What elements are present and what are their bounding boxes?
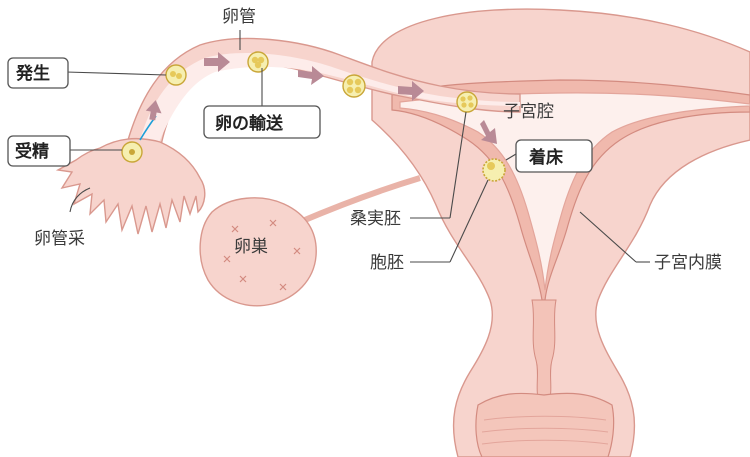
label-blastocyst: 胞胚 xyxy=(370,253,404,273)
arrow-icon xyxy=(204,52,230,72)
arrow-icon xyxy=(398,81,424,101)
ovary-follicle-marks xyxy=(223,219,301,291)
tube-lumen xyxy=(140,53,520,145)
label-box-implantation xyxy=(515,139,593,173)
label-fertilization-site: 発生 xyxy=(15,63,50,84)
embryo-zygote xyxy=(165,64,187,86)
label-morula: 桑実胚 xyxy=(350,209,401,229)
label-fertilization: 受精 xyxy=(15,141,49,162)
label-box-fertilization xyxy=(7,135,71,167)
label-uterine-cavity: 子宮腔 xyxy=(503,102,554,122)
embryo-2cell xyxy=(247,51,269,73)
cervix-lower xyxy=(475,392,615,457)
label-implantation: 着床 xyxy=(528,147,564,168)
arrow-icon xyxy=(298,66,324,85)
label-box-fertilization-site xyxy=(7,57,69,89)
label-endometrium: 子宮内膜 xyxy=(654,253,722,273)
leader-lines xyxy=(65,30,650,263)
label-egg-transport: 卵の輸送 xyxy=(215,113,284,134)
embryo-4cell xyxy=(342,74,366,98)
vaginal-rugae xyxy=(481,415,609,445)
arrow-icon xyxy=(480,120,497,144)
label-fimbriae: 卵管采 xyxy=(34,229,85,249)
ligament xyxy=(298,175,421,225)
label-oviduct: 卵管 xyxy=(222,7,256,27)
label-ovary: 卵巣 xyxy=(234,237,268,257)
direction-arrows xyxy=(145,52,497,144)
label-box-egg-transport xyxy=(203,105,321,139)
embryo-morula xyxy=(456,91,478,113)
arrow-icon xyxy=(145,100,162,121)
ovary-shape xyxy=(199,197,317,307)
embryo-blastocyst xyxy=(482,158,506,182)
